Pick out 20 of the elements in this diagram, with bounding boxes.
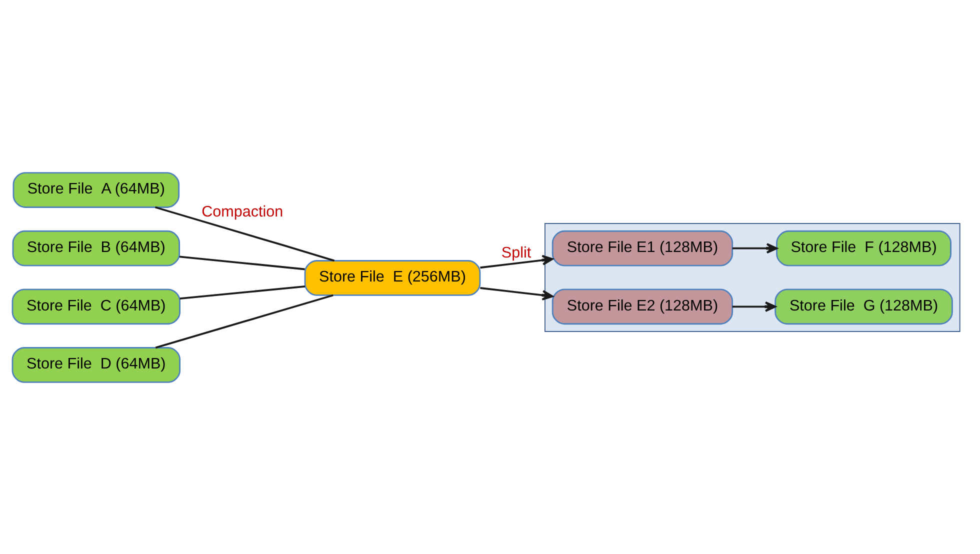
node-box: Store File C (64MB) (12, 288, 181, 324)
node-box: Store File B (64MB) (12, 230, 180, 266)
connector (155, 294, 334, 348)
node-box: Store File G (128MB) (774, 288, 953, 324)
node-box: Store File F (128MB) (776, 230, 952, 266)
edge-label: Compaction (202, 203, 284, 220)
node-box: Store File A (64MB) (12, 172, 180, 208)
node-box: Store File E (256MB) (304, 260, 481, 296)
connector (154, 206, 335, 262)
cluster (544, 222, 960, 332)
node-box: Store File E1 (128MB) (552, 230, 734, 266)
connector (180, 284, 306, 300)
arrow (732, 242, 778, 254)
edge-label: Split (501, 244, 532, 262)
connector (179, 255, 305, 270)
arrow (480, 286, 554, 300)
node-box: Store File D (64MB) (12, 346, 181, 382)
node-box: Store File E2 (128MB) (552, 288, 734, 324)
arrow (480, 254, 554, 268)
arrow (732, 300, 776, 312)
